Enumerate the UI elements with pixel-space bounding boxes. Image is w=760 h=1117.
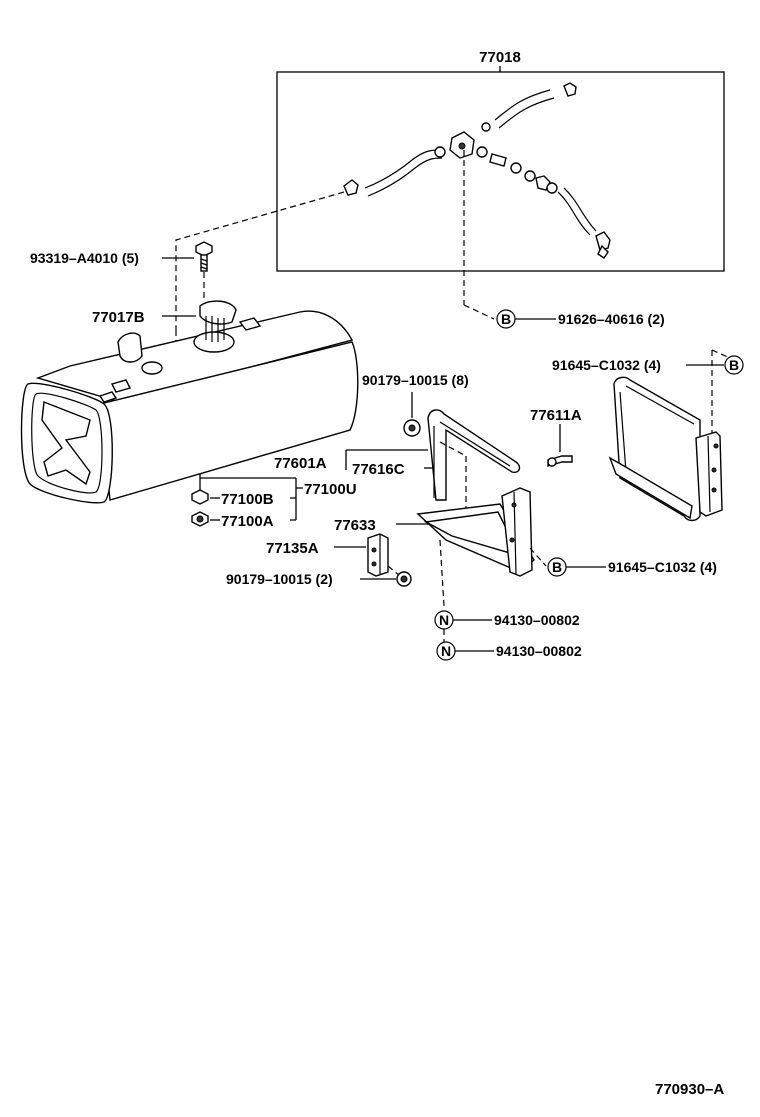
marker-b-top-letter: B xyxy=(729,357,739,373)
dash-protector xyxy=(439,539,445,607)
label-77633: 77633 xyxy=(334,517,376,534)
label-91645-lower: 91645–C1032 (4) xyxy=(608,559,717,575)
label-93319: 93319–A4010 (5) xyxy=(30,250,139,266)
plug-77100b xyxy=(191,489,209,505)
label-90179-8: 90179–10015 (8) xyxy=(362,372,469,388)
marker-n-2-letter: N xyxy=(441,643,451,659)
marker-b-lower-letter: B xyxy=(552,559,562,575)
drain-77100a xyxy=(191,511,209,527)
bracket-77135a xyxy=(367,533,389,577)
label-77018: 77018 xyxy=(479,49,521,66)
bolt-93319 xyxy=(195,241,213,272)
gauge-77017b xyxy=(193,300,237,353)
label-77616c: 77616C xyxy=(352,461,405,478)
label-77017b: 77017B xyxy=(92,309,145,326)
label-77135a: 77135A xyxy=(266,540,319,557)
fuel-tank xyxy=(20,310,359,504)
label-91645-top: 91645–C1032 (4) xyxy=(552,357,661,373)
marker-n-1-letter: N xyxy=(439,612,449,628)
hose-assembly-frame xyxy=(276,71,725,272)
label-90179-2: 90179–10015 (2) xyxy=(226,571,333,587)
label-77100a: 77100A xyxy=(221,513,274,530)
marker-b-clip-letter: B xyxy=(501,311,511,327)
dash-hose-to-tank xyxy=(175,191,345,330)
protector-77633 xyxy=(416,487,535,577)
nut-90179-8 xyxy=(403,419,421,437)
label-91626: 91626–40616 (2) xyxy=(558,311,665,327)
label-77100b: 77100B xyxy=(221,491,274,508)
vapor-hose-assembly xyxy=(343,82,611,259)
dash-b-lower xyxy=(529,547,547,567)
marker-b-top xyxy=(724,355,744,375)
dash-band xyxy=(439,441,467,457)
tank-band-right xyxy=(608,376,723,522)
label-94130-1: 94130–00802 xyxy=(494,612,580,628)
drawing-number: 770930–A xyxy=(655,1081,724,1098)
label-77611a: 77611A xyxy=(530,407,582,424)
dash-b-top xyxy=(711,349,731,359)
tank-band-77601a xyxy=(427,409,521,501)
label-77601a: 77601A xyxy=(274,455,327,472)
label-94130-2: 94130–00802 xyxy=(496,643,582,659)
nut-90179-2 xyxy=(396,571,412,587)
bolt-77611a xyxy=(547,455,573,467)
dash-to-clip-2 xyxy=(463,304,495,320)
label-77100u: 77100U xyxy=(304,481,357,498)
bracket-77100u xyxy=(290,478,303,521)
